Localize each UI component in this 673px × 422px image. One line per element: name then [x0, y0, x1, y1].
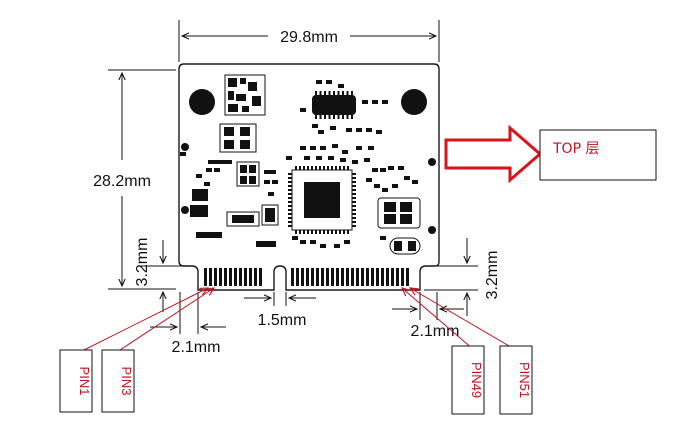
- pin3-box: PIN3: [101, 349, 135, 413]
- mounting-hole-right: [401, 89, 427, 115]
- passive-components: [180, 80, 418, 248]
- edge-left-dimension: 2.1mm: [150, 292, 226, 356]
- pin49-label: PIN49: [469, 362, 484, 398]
- notch-left-dimension: 3.2mm: [134, 238, 190, 312]
- edge-left-label: 2.1mm: [172, 339, 221, 356]
- top-layer-label: TOP 层: [552, 141, 599, 157]
- crystal-component: [377, 197, 421, 229]
- notch-left-label: 3.2mm: [134, 238, 151, 287]
- notch-right-label: 3.2mm: [484, 251, 501, 300]
- qr-code-mark: [224, 74, 266, 116]
- mounting-hole-left: [189, 89, 215, 115]
- width-dimension: 29.8mm: [178, 20, 440, 62]
- pin51-label: PIN51: [517, 362, 532, 398]
- pin-callouts: [83, 288, 517, 351]
- top-layer-callout: TOP 层: [444, 124, 657, 184]
- pin1-box: PIN1: [59, 349, 93, 413]
- key-gap-dimension: 1.5mm: [244, 292, 316, 329]
- edge-right-dimension: 2.1mm: [392, 292, 464, 340]
- top-arrow-icon: [444, 124, 543, 184]
- pin3-label: PIN3: [119, 367, 134, 396]
- main-chip: [288, 166, 356, 234]
- left-components: [181, 123, 436, 247]
- edge-connector: [204, 268, 409, 286]
- pin1-label: PIN1: [77, 367, 92, 396]
- pin51-box: PIN51: [499, 345, 533, 415]
- pin49-box: PIN49: [451, 345, 485, 415]
- inductor: [389, 237, 421, 255]
- height-dimension: 28.2mm: [93, 69, 176, 290]
- height-label: 28.2mm: [93, 173, 151, 190]
- notch-right-dimension: 3.2mm: [424, 238, 501, 316]
- upper-chip: [312, 91, 356, 119]
- width-label: 29.8mm: [280, 29, 338, 46]
- key-gap-label: 1.5mm: [258, 312, 307, 329]
